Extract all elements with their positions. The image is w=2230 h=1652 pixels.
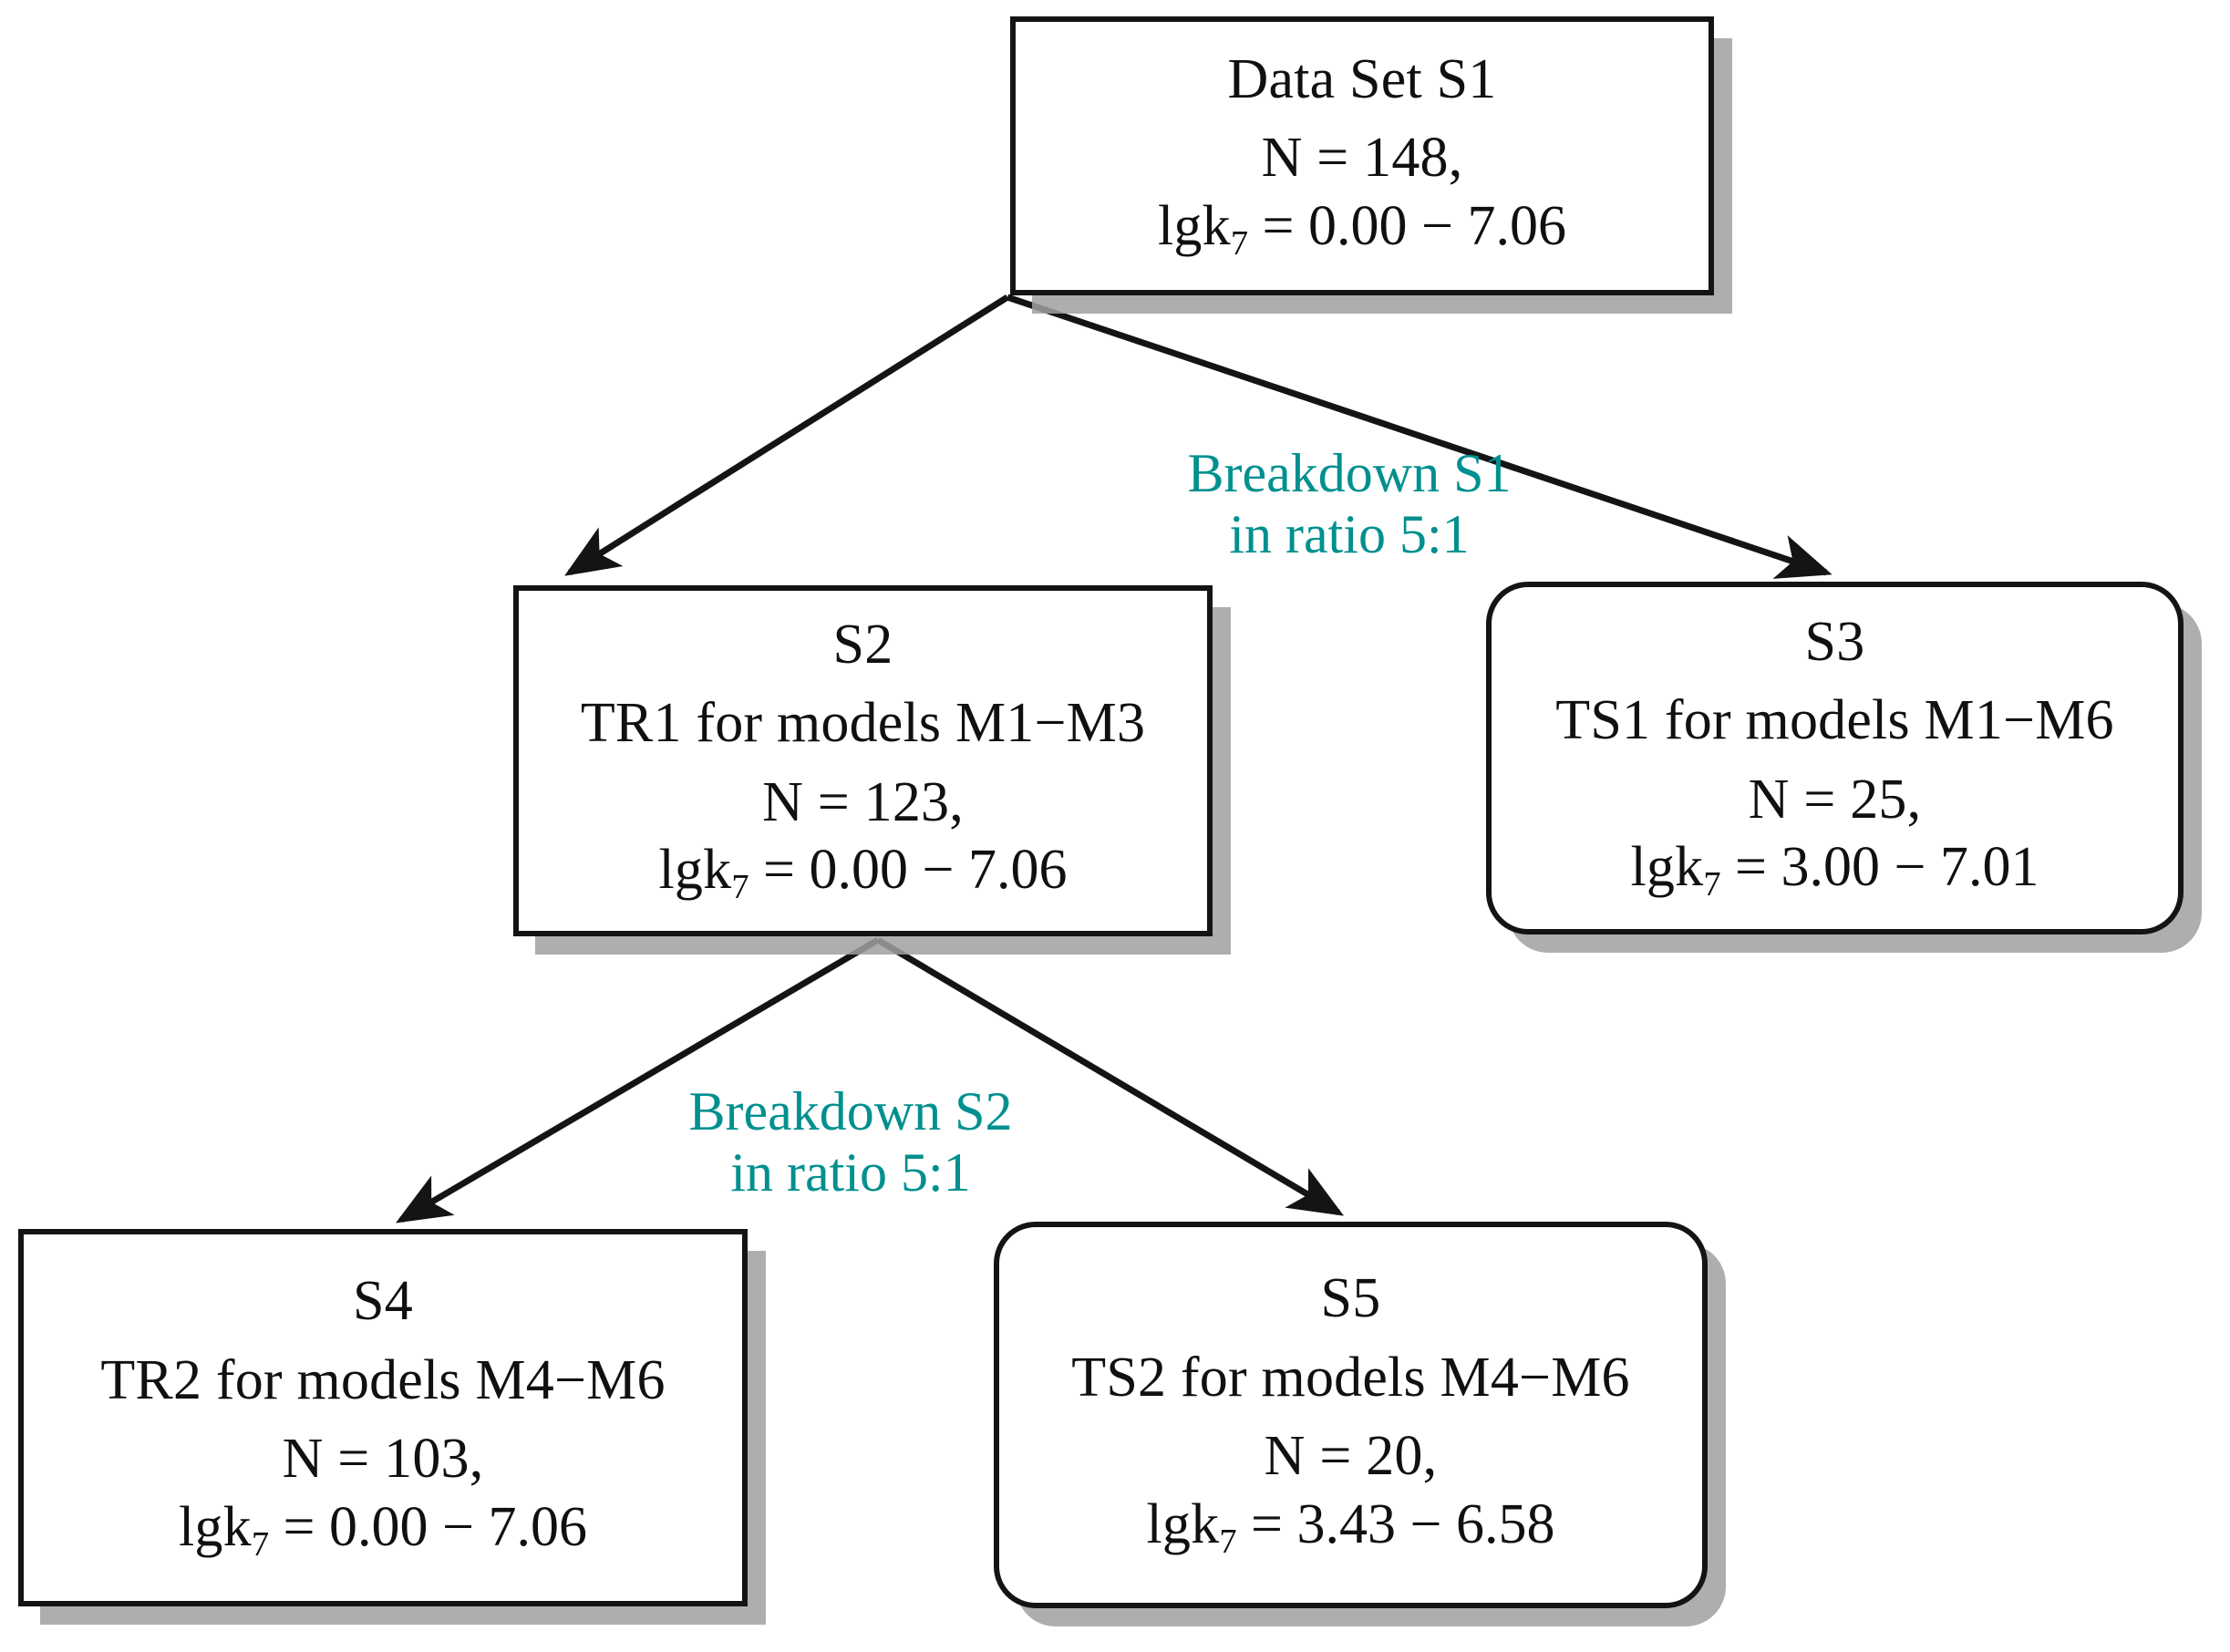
node-s3[interactable]: S3 TS1 for models M1−M6 N = 25, lgk7 = 3…	[1486, 582, 2184, 934]
node-s5-header: S5	[1320, 1267, 1381, 1330]
node-s4-range-prefix: lgk	[179, 1495, 252, 1558]
node-s3-range-sub: 7	[1703, 865, 1721, 904]
node-s5-range-sub: 7	[1219, 1522, 1237, 1561]
node-s5-range-prefix: lgk	[1146, 1492, 1220, 1555]
node-s2-range: lgk7 = 0.00 − 7.06	[519, 841, 1207, 906]
node-s4-header: S4	[353, 1270, 413, 1333]
edge-label-split-s2-line1: Breakdown S2	[688, 1081, 1013, 1141]
node-s1-count: N = 148,	[1261, 127, 1463, 190]
node-s2-range-value: = 0.00 − 7.06	[748, 839, 1068, 902]
node-s5-count: N = 20,	[1264, 1425, 1438, 1488]
node-s4-role: TR2 for models M4−M6	[100, 1348, 666, 1411]
node-s3-header: S3	[1804, 610, 1865, 673]
edge-label-split-s2: Breakdown S2 in ratio 5:1	[659, 1081, 1042, 1203]
node-s1-header: Data Set S1	[1227, 47, 1497, 110]
node-s1-range-prefix: lgk	[1158, 194, 1231, 257]
node-s2-range-prefix: lgk	[658, 839, 732, 902]
node-s3-role: TS1 for models M1−M6	[1555, 689, 2114, 752]
node-s1-range-value: = 0.00 − 7.06	[1248, 194, 1566, 257]
edge-label-split-s1-line1: Breakdown S1	[1187, 443, 1512, 503]
edge-label-split-s2-line2: in ratio 5:1	[730, 1142, 971, 1203]
node-s4-range: lgk7 = 0.00 − 7.06	[24, 1498, 742, 1564]
node-s4-range-sub: 7	[251, 1524, 270, 1564]
node-s1-range-sub: 7	[1230, 223, 1249, 263]
node-s1[interactable]: Data Set S1 N = 148, lgk7 = 0.00 − 7.06	[1010, 16, 1714, 295]
node-s4-count: N = 103,	[282, 1428, 484, 1491]
edge-label-split-s1: Breakdown S1 in ratio 5:1	[1158, 443, 1541, 565]
node-s1-range: lgk7 = 0.00 − 7.06	[1016, 194, 1709, 263]
edge-label-split-s1-line2: in ratio 5:1	[1229, 504, 1470, 565]
node-s3-range-value: = 3.00 − 7.01	[1720, 836, 2039, 899]
edge-s1-s2	[564, 294, 1009, 576]
node-s2-count: N = 123,	[762, 770, 964, 833]
node-s3-range-prefix: lgk	[1630, 836, 1704, 899]
node-s5-role: TS2 for models M4−M6	[1071, 1346, 1630, 1409]
node-s5-range-value: = 3.43 − 6.58	[1236, 1492, 1555, 1555]
node-s4[interactable]: S4 TR2 for models M4−M6 N = 103, lgk7 = …	[18, 1229, 748, 1606]
node-s2-header: S2	[832, 613, 893, 676]
node-s5-range: lgk7 = 3.43 − 6.58	[999, 1495, 1702, 1561]
node-s2[interactable]: S2 TR1 for models M1−M3 N = 123, lgk7 = …	[513, 585, 1213, 936]
node-s2-role: TR1 for models M1−M3	[580, 692, 1146, 755]
node-s3-range: lgk7 = 3.00 − 7.01	[1492, 838, 2178, 903]
node-s2-range-sub: 7	[731, 868, 749, 907]
node-s5[interactable]: S5 TS2 for models M4−M6 N = 20, lgk7 = 3…	[994, 1222, 1708, 1608]
node-s4-range-value: = 0.00 − 7.06	[269, 1495, 587, 1558]
node-s3-count: N = 25,	[1748, 768, 1922, 831]
